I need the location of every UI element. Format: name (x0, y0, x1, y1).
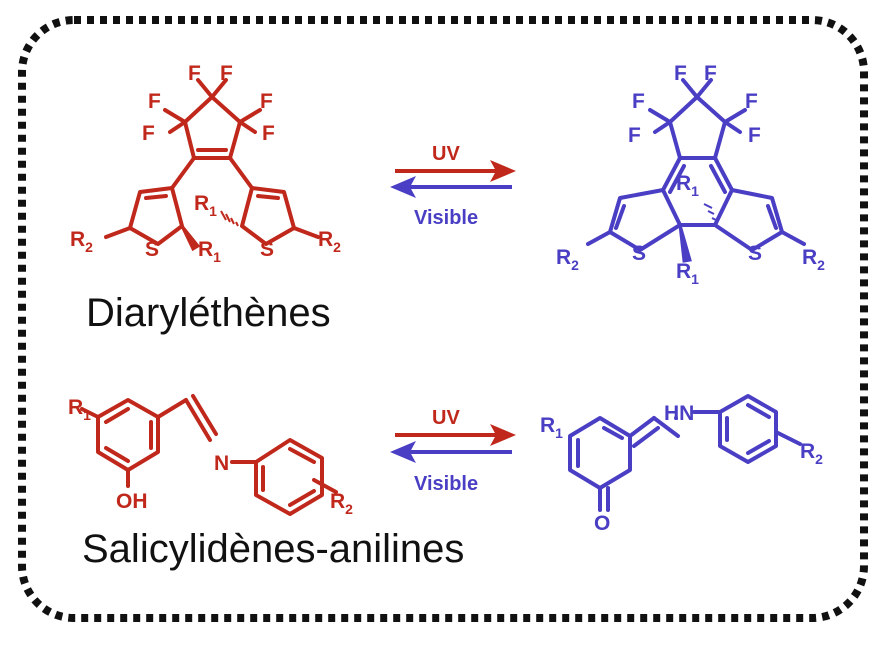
svg-text:R1: R1 (540, 414, 563, 441)
diarylethene-closed-structure (586, 78, 806, 263)
salicylidene-enol-labels: R1 N OH R2 (68, 396, 353, 517)
svg-text:S: S (748, 242, 762, 265)
svg-text:F: F (142, 122, 155, 145)
svg-text:OH: OH (116, 490, 148, 513)
uv-label-top: UV (432, 143, 460, 165)
svg-text:F: F (148, 90, 161, 113)
svg-text:O: O (594, 512, 610, 535)
visible-label-bottom: Visible (414, 473, 478, 495)
diarylethene-closed-labels: F F F F F F S S R2 R2 R1 R1 (556, 62, 825, 287)
salicylidene-keto-structure (568, 394, 802, 512)
svg-text:R1: R1 (676, 172, 699, 199)
svg-text:F: F (632, 90, 645, 113)
salicylidene-keto-labels: R1 HN O R2 (540, 402, 823, 535)
svg-text:F: F (628, 124, 641, 147)
svg-text:F: F (260, 90, 273, 113)
svg-text:F: F (262, 122, 275, 145)
uv-label-bottom: UV (432, 407, 460, 429)
svg-text:F: F (704, 62, 717, 85)
svg-text:S: S (260, 238, 274, 261)
svg-text:F: F (748, 124, 761, 147)
visible-label-top: Visible (414, 207, 478, 229)
svg-text:R1: R1 (198, 238, 221, 265)
svg-text:R1: R1 (194, 192, 217, 219)
svg-text:F: F (220, 62, 233, 85)
svg-text:R2: R2 (330, 490, 353, 517)
svg-text:N: N (214, 452, 229, 475)
svg-text:F: F (188, 62, 201, 85)
svg-text:HN: HN (664, 402, 694, 425)
diarylethene-open-structure (104, 78, 320, 252)
salicylidene-enol-structure (80, 394, 338, 516)
caption-salicylidene-anilines: Salicylidènes-anilines (82, 527, 464, 571)
equilibrium-arrows-bottom: UV Visible (390, 407, 516, 495)
svg-text:F: F (674, 62, 687, 85)
caption-diarylethenes: Diaryléthènes (86, 291, 331, 335)
equilibrium-arrows-top: UV Visible (390, 143, 516, 229)
dotted-frame (18, 16, 868, 622)
svg-text:R1: R1 (68, 396, 91, 423)
svg-text:R1: R1 (676, 260, 699, 287)
svg-text:R2: R2 (800, 440, 823, 467)
svg-text:R2: R2 (556, 246, 579, 273)
svg-text:S: S (632, 242, 646, 265)
svg-text:S: S (145, 238, 159, 261)
diarylethene-open-labels: F F F F F F S S R2 R2 R1 R1 (70, 62, 341, 265)
svg-text:R2: R2 (318, 228, 341, 255)
svg-text:R2: R2 (802, 246, 825, 273)
svg-text:R2: R2 (70, 228, 93, 255)
svg-text:F: F (745, 90, 758, 113)
